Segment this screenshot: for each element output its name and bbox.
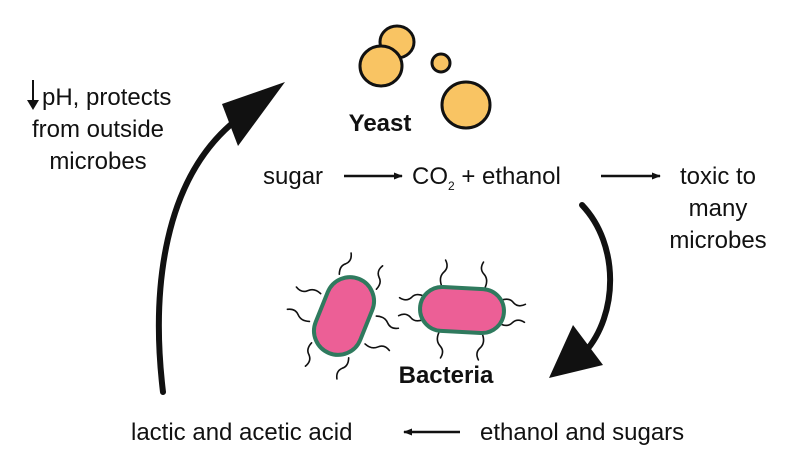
ethanol-sugars-text: ethanol and sugars xyxy=(480,419,684,446)
yeast-cells xyxy=(358,24,492,130)
product-co2-ethanol: CO2 + ethanol xyxy=(412,163,561,193)
toxic-line-1: toxic to xyxy=(680,163,756,190)
curved-arrow-head-2 xyxy=(222,82,285,146)
bacteria-label: Bacteria xyxy=(399,362,494,389)
yeast-cell xyxy=(430,52,452,74)
acid-text: lactic and acetic acid xyxy=(131,419,352,446)
bacterium-cell xyxy=(397,259,527,361)
ph-note-line-2: from outside xyxy=(32,116,164,143)
curved-arrow-ethanol-to-bacteria xyxy=(579,202,614,355)
curved-arrow-head-1 xyxy=(549,325,603,378)
yeast-label: Yeast xyxy=(349,110,412,137)
ph-note-line-3: microbes xyxy=(49,148,146,175)
toxic-line-3: microbes xyxy=(669,227,766,254)
yeast-cell xyxy=(440,80,492,130)
curved-arrow-acid-to-ph xyxy=(155,107,253,395)
toxic-line-2: many xyxy=(689,195,748,222)
down-arrow-icon xyxy=(27,80,39,110)
ph-note-line-1: pH, protects xyxy=(42,84,171,111)
bacterium-cell xyxy=(286,252,400,380)
reactant-sugar: sugar xyxy=(263,163,323,190)
yeast-cell xyxy=(358,44,404,88)
